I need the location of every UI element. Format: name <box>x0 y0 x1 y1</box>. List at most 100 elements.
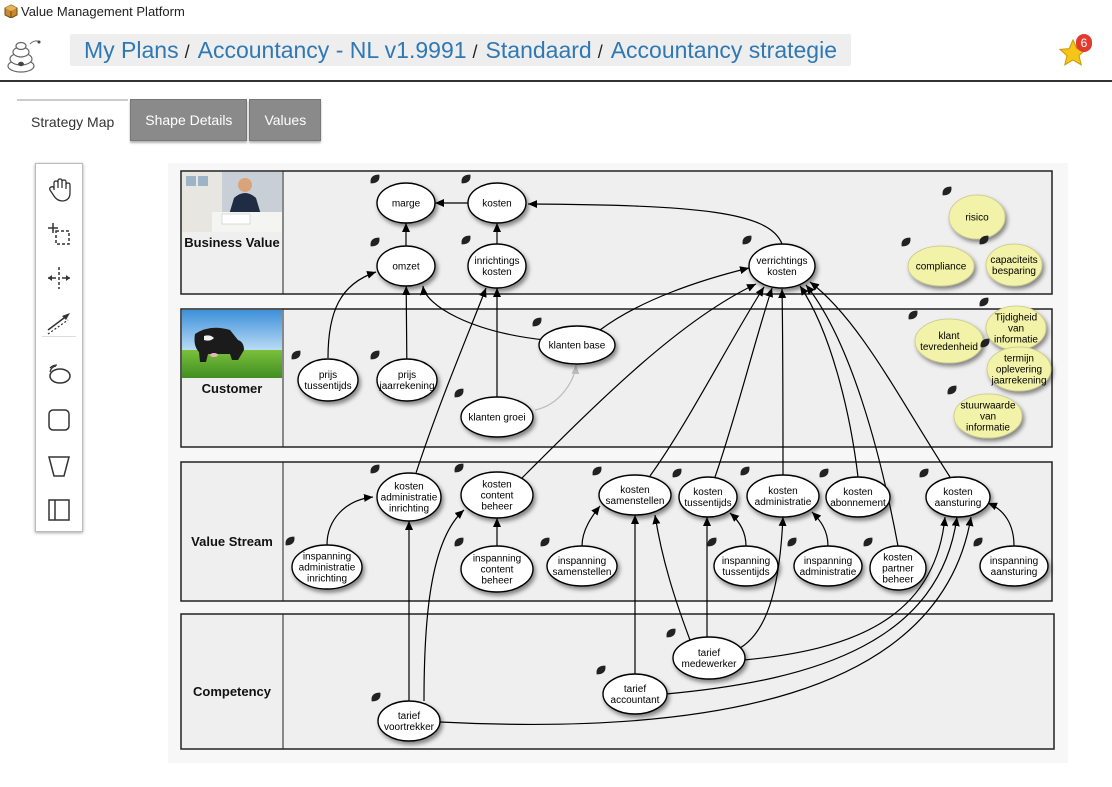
link-klantenbase-to-verr[interactable] <box>599 266 750 331</box>
link-kcb-to-verr[interactable] <box>521 283 757 479</box>
link-klantenbase-to-omzet[interactable] <box>419 285 546 341</box>
leaf-icon <box>947 385 957 395</box>
link-tmed-to-kadm[interactable] <box>739 516 787 649</box>
strategy-map-canvas[interactable]: Business Value Customer Value Stream Com… <box>168 163 1068 763</box>
link-kpb-to-verr[interactable] <box>805 284 899 547</box>
link-iaan-to-kaan[interactable] <box>987 502 1015 547</box>
breadcrumb-accountancy[interactable]: Accountancy - NL v1.9991 <box>197 36 467 63</box>
breadcrumb-strategy[interactable]: Accountancy strategie <box>610 36 837 63</box>
tab-values[interactable]: Values <box>249 99 322 141</box>
tab-strategy-map[interactable]: Strategy Map <box>17 99 129 143</box>
link-tvoor-to-kcb[interactable] <box>423 509 465 702</box>
link-iai-to-kai[interactable] <box>326 493 374 546</box>
link-groei-to-klantenbase[interactable] <box>534 364 580 411</box>
node-label: omzet <box>392 262 419 273</box>
beehive-logo-icon[interactable] <box>4 36 44 76</box>
link-verr-to-kosten[interactable] <box>527 200 783 245</box>
node-label: samenstellen <box>553 567 612 578</box>
link-kadm-to-verr[interactable] <box>778 288 787 476</box>
node-marge[interactable]: marge <box>370 174 436 224</box>
leaf-icon <box>291 350 301 360</box>
link-prijsjaar-to-omzet[interactable] <box>402 285 411 360</box>
link-tvoor-to-kaan[interactable] <box>439 516 974 726</box>
link-kaan-to-verr[interactable] <box>809 281 951 478</box>
link-tmed-to-kaan[interactable] <box>743 516 949 661</box>
node-label: kosten <box>394 482 423 493</box>
lane-label-competency: Competency <box>193 684 272 699</box>
select-area-icon[interactable] <box>45 220 73 248</box>
node-label: inspanning <box>722 556 770 567</box>
lane-icon[interactable] <box>45 496 73 524</box>
value-driver-compliance[interactable]: compliance <box>901 237 975 287</box>
breadcrumb-separator: / <box>597 41 603 62</box>
link-isam-to-ksam[interactable] <box>581 505 601 547</box>
node-klantenbase[interactable]: klanten base <box>532 317 616 365</box>
window-titlebar: Value Management Platform <box>0 0 1112 24</box>
link-itus-to-ktus[interactable] <box>729 512 747 547</box>
ellipse-icon[interactable] <box>45 360 73 388</box>
link-iadm-to-kadm[interactable] <box>811 511 829 547</box>
split-icon[interactable] <box>45 264 73 292</box>
lane-business-value[interactable]: Business Value <box>180 170 1053 295</box>
node-label: inrichting <box>389 504 429 515</box>
rounded-rect-icon[interactable] <box>45 406 73 434</box>
hand-icon[interactable] <box>45 176 73 204</box>
node-groei[interactable]: klanten groei <box>454 388 534 438</box>
breadcrumb-my-plans[interactable]: My Plans <box>84 36 179 63</box>
link-tacc-to-kaan[interactable] <box>665 516 960 695</box>
node-label: kosten <box>482 480 511 491</box>
value-driver-risico[interactable]: risico <box>942 186 1006 240</box>
node-label: samenstellen <box>606 496 665 507</box>
node-label: inspanning <box>473 554 521 565</box>
tab-bar: Strategy Map Shape Details Values <box>17 99 323 143</box>
link-kai-to-inr[interactable] <box>415 287 487 474</box>
notification-count-badge: 6 <box>1076 34 1092 52</box>
node-omzet[interactable]: omzet <box>370 237 436 287</box>
tab-shape-details[interactable]: Shape Details <box>130 99 248 141</box>
link-prijstus-to-omzet[interactable] <box>327 271 377 359</box>
leaf-icon <box>979 235 989 245</box>
link-tmed-to-ksam[interactable] <box>652 514 691 641</box>
link-kabo-to-verr[interactable] <box>799 285 859 478</box>
leaf-icon <box>371 692 381 702</box>
node-kosten[interactable]: kosten <box>461 174 527 224</box>
node-label: tarief <box>624 684 646 695</box>
link-ksam-to-verr[interactable] <box>649 286 765 477</box>
trapezoid-icon[interactable] <box>45 452 73 480</box>
node-label: kosten <box>767 267 796 278</box>
breadcrumb: My Plans / Accountancy - NL v1.9991 / St… <box>70 34 851 66</box>
leaf-icon <box>454 537 464 547</box>
node-label: kosten <box>768 486 797 497</box>
breadcrumb-standaard[interactable]: Standaard <box>485 36 592 63</box>
link-ktus-to-verr[interactable] <box>714 287 774 478</box>
notifications-button[interactable]: 6 <box>1058 34 1098 72</box>
connector-icon[interactable] <box>45 308 73 336</box>
node-label: stuurwaarde <box>960 401 1015 412</box>
